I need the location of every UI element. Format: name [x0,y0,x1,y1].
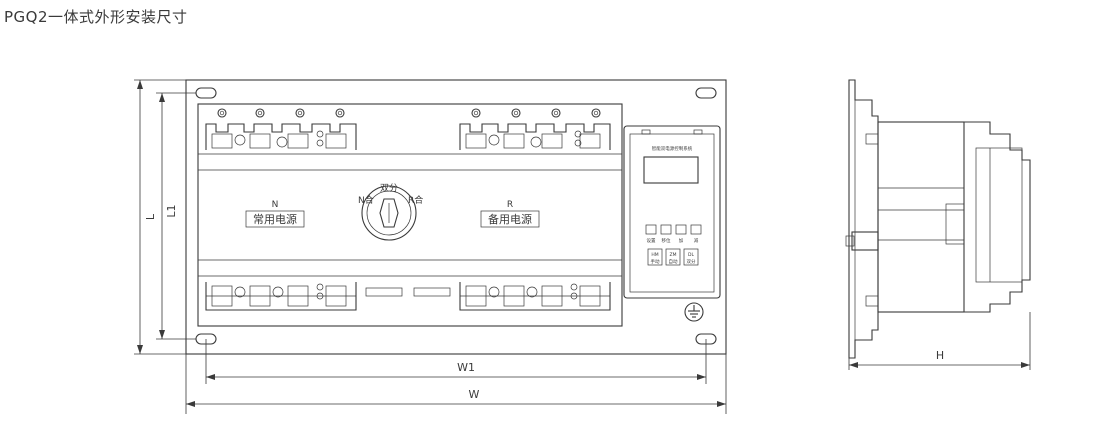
dim-label-l1: L1 [165,204,178,217]
selector-switch [361,185,417,241]
page-title: PGQ2一体式外形安装尺寸 [4,8,188,26]
key-label-up: 加 [679,237,684,244]
mode-label-auto: 自动 [669,258,678,265]
mode-label-off: 双分 [687,258,696,265]
controller-panel: 智能双电源控制系统 设置 移位 加 减 HM ZM DL 手动 自动 双分 [623,125,721,299]
mounting-plate [185,79,727,355]
controller-title: 智能双电源控制系统 [652,145,693,152]
dim-label-l: L [144,213,157,220]
source-r-letter: R [507,200,513,210]
mount-slot [195,87,217,99]
dim-label-h: H [936,349,944,362]
dimension-w1: W1 [206,361,706,380]
dimension-l: L [134,79,186,355]
source-r-label: 备用电源 [488,212,532,226]
dimension-w: W [186,388,726,407]
dimension-h: H [848,312,1031,370]
mount-slot [695,87,717,99]
source-r-box [480,210,540,228]
mode-code-off: DL [688,252,694,258]
key-label-down: 减 [694,237,699,244]
controller-display [643,156,699,184]
mode-label-manual: 手动 [651,258,660,265]
top-terminal-block-n [205,123,357,150]
bottom-terminal-block-n [205,282,357,311]
switch-label-r: R合 [408,194,423,206]
source-n-box [245,210,305,228]
front-view: N 常用电源 R 备用电源 双分 N合 R合 [185,79,727,414]
top-terminal-block-r [459,123,611,150]
bottom-plate [365,287,403,297]
mode-code-manual: HM [651,252,658,258]
switch-label-off: 双分 [380,183,398,194]
dimension-l1: L1 [156,92,196,340]
ground-icon [684,302,704,322]
top-terminal-screws [217,108,601,118]
switch-body [197,103,623,327]
bottom-terminal-block-r [459,282,611,311]
dim-label-w1: W1 [457,361,475,374]
source-n-letter: N [272,200,279,210]
key-label-shift: 移位 [662,237,671,244]
key-label-set: 设置 [647,237,656,244]
source-n-label: 常用电源 [253,212,297,226]
dim-label-w: W [469,388,480,401]
mode-code-auto: ZM [670,252,677,258]
side-view [845,79,1031,359]
bottom-plate [413,287,451,297]
switch-label-n: N合 [358,194,374,206]
